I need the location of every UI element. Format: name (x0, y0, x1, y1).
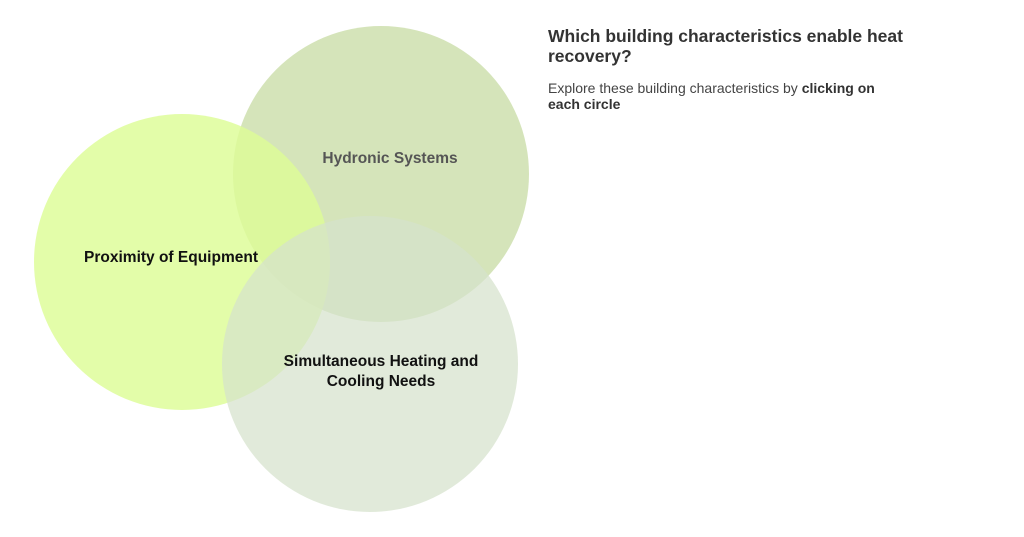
info-panel: Which building characteristics enable he… (548, 26, 948, 112)
instruction-prefix: Explore these building characteristics b… (548, 80, 802, 96)
page-title: Which building characteristics enable he… (548, 26, 903, 66)
instruction-emphasis: clicking on each circle (548, 80, 875, 112)
venn-diagram: Hydronic Systems Proximity of Equipment … (34, 26, 529, 512)
simultaneous-heating-cooling-circle[interactable] (222, 216, 518, 512)
instruction-text: Explore these building characteristics b… (548, 80, 908, 112)
